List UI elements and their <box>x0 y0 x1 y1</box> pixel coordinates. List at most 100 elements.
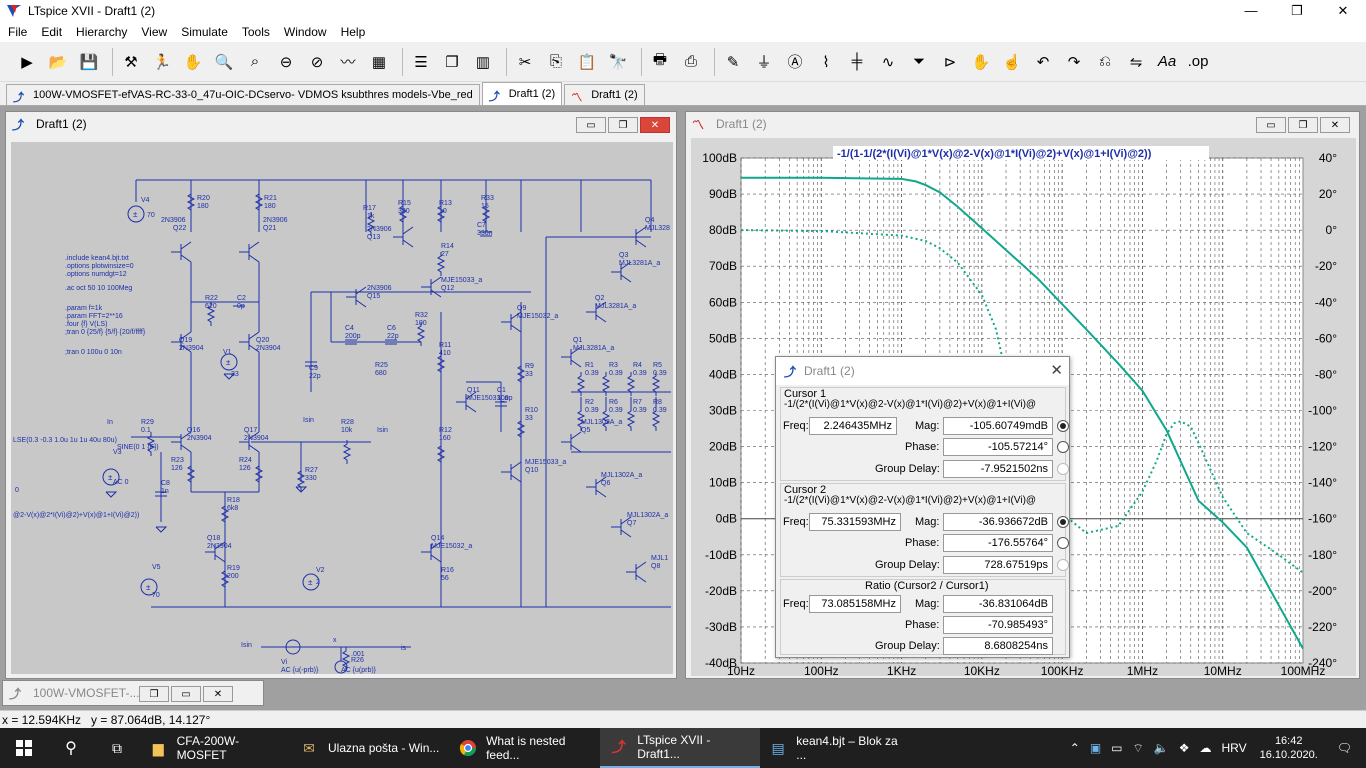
dropbox-icon[interactable]: ❖ <box>1178 741 1190 755</box>
inductor-icon[interactable]: ∿ <box>881 53 895 71</box>
search-icon[interactable]: ⚲ <box>65 740 77 757</box>
chevron-up-icon[interactable]: ⌃ <box>1069 741 1080 755</box>
taskbar-item-ltspice[interactable]: ⤴ LTspice XVII - Draft1... <box>600 728 760 768</box>
tile-vertical-icon[interactable]: ▥ <box>475 53 491 71</box>
zoom-out-icon[interactable]: ⊖ <box>279 53 293 71</box>
save-icon[interactable]: 💾 <box>79 53 99 71</box>
drag-icon[interactable]: ☝ <box>1002 53 1022 71</box>
cursor2-group-delay-radio[interactable] <box>1057 559 1069 571</box>
undo-icon[interactable]: ↶ <box>1036 53 1050 71</box>
ground-icon[interactable]: ⏚ <box>756 54 772 71</box>
zoom-in-icon[interactable]: 🔍 <box>214 53 234 71</box>
print-setup-icon[interactable]: ⎙ <box>684 53 697 70</box>
schematic-drawing[interactable]: ±±±±± V470R20180R211802N3906Q222N3906Q21… <box>11 142 673 674</box>
spice-directive-icon[interactable]: .op <box>1187 53 1209 70</box>
view-3d-icon[interactable]: ▦ <box>371 53 387 71</box>
tile-horizontal-icon[interactable]: ☰ <box>414 53 428 71</box>
print-icon[interactable]: 🖶 <box>652 51 668 68</box>
maximize-button[interactable]: ❐ <box>1291 3 1303 18</box>
mini-maximize-button[interactable]: ▭ <box>171 686 201 702</box>
cursor1-mag-radio[interactable] <box>1057 420 1069 432</box>
waveform-maximize-button[interactable]: ❐ <box>1288 117 1318 133</box>
y2-tick-label: -200° <box>1308 584 1337 598</box>
paste-icon[interactable]: 📋 <box>577 53 597 71</box>
cursor2-mag-radio[interactable] <box>1057 516 1069 528</box>
rotate-icon[interactable]: ⎌ <box>1098 53 1111 70</box>
open-icon[interactable]: 📂 <box>48 53 68 71</box>
tab-100w-schematic[interactable]: ⤴ 100W-VMOSFET-efVAS-RC-33-0_47u-OIC-DCs… <box>6 84 480 105</box>
halt-icon[interactable]: 🏃 <box>152 53 172 71</box>
cursor1-freq-field[interactable]: 2.246435MHz <box>809 417 897 435</box>
waveform-close-button[interactable]: ✕ <box>1320 117 1350 133</box>
taskbar-item-notepad[interactable]: ▤ kean4.bjt – Blok za ... <box>760 728 910 768</box>
wifi-icon[interactable]: ⌔ <box>1132 740 1144 755</box>
cursor2-phase-radio[interactable] <box>1057 537 1069 549</box>
zoom-cancel-icon[interactable]: ⊘ <box>310 53 324 71</box>
cascade-icon[interactable]: ❐ <box>445 53 459 71</box>
minimized-schematic-window[interactable]: ⤴ 100W-VMOSFET-... ❐ ▭ ✕ <box>2 680 264 706</box>
draw-wire-icon[interactable]: ✎ <box>726 53 740 71</box>
menu-help[interactable]: Help <box>340 25 366 39</box>
menu-file[interactable]: File <box>8 25 28 39</box>
component-label: 1k <box>367 213 375 220</box>
ratio-phase-label: Phase: <box>905 619 940 631</box>
notifications-icon[interactable]: 🗨 <box>1336 741 1352 755</box>
lse-label: LSE(0.3 -0.3 1.0u 1u 1u 40u 80u) <box>13 437 117 444</box>
component-icon[interactable]: ⊳ <box>943 53 957 71</box>
transistor-collector <box>620 516 632 525</box>
volume-icon[interactable]: 🔈 <box>1153 741 1169 755</box>
autorange-icon[interactable]: 〰 <box>340 54 356 71</box>
menu-tools[interactable]: Tools <box>241 25 270 39</box>
run-icon[interactable]: ▶ <box>21 53 33 71</box>
tab-draft1-waveform[interactable]: 〽 Draft1 (2) <box>564 84 645 105</box>
menu-view[interactable]: View <box>141 25 168 39</box>
component-label: Q14 <box>431 535 444 542</box>
cloud-icon[interactable]: ☁ <box>1199 741 1212 755</box>
cursor2-freq-field[interactable]: 75.331593MHz <box>809 513 901 531</box>
find-icon[interactable]: 🔭 <box>608 53 628 71</box>
mini-restore-button[interactable]: ❐ <box>139 686 169 702</box>
task-view-icon[interactable]: ⧉ <box>112 739 122 756</box>
resistor-icon[interactable]: ⌇ <box>822 53 830 71</box>
component-label: C1 <box>497 387 506 394</box>
diode-icon[interactable]: ⏷ <box>912 53 925 70</box>
copy-icon[interactable]: ⎘ <box>549 53 562 70</box>
minimize-button[interactable]: — <box>1244 3 1258 18</box>
label-icon[interactable]: Ⓐ <box>787 54 803 71</box>
control-panel-icon[interactable]: ⚒ <box>124 53 138 71</box>
menu-hierarchy[interactable]: Hierarchy <box>76 25 128 39</box>
clock[interactable]: 16:42 16.10.2020. <box>1260 734 1318 762</box>
capacitor-icon[interactable]: ╪ <box>851 53 863 70</box>
taskbar-item-chrome[interactable]: What is nested feed... <box>450 728 600 768</box>
menu-edit[interactable]: Edit <box>41 25 63 39</box>
redo-icon[interactable]: ↷ <box>1067 53 1081 71</box>
cursor1-phase-radio[interactable] <box>1057 441 1069 453</box>
cursor-dialog-close-button[interactable]: ✕ <box>1050 362 1063 379</box>
menu-simulate[interactable]: Simulate <box>181 25 228 39</box>
waveform-minimize-button[interactable]: ▭ <box>1256 117 1286 133</box>
menu-window[interactable]: Window <box>283 25 327 39</box>
minimized-window-titlebar: ⤴ 100W-VMOSFET-... <box>3 681 263 705</box>
schematic-maximize-button[interactable]: ❐ <box>608 117 638 133</box>
mini-close-button[interactable]: ✕ <box>203 686 233 702</box>
move-icon[interactable]: ✋ <box>971 53 991 71</box>
cut-icon[interactable]: ✂ <box>518 53 532 71</box>
start-button[interactable] <box>0 728 48 768</box>
zoom-area-icon[interactable]: ⌕ <box>250 53 260 70</box>
network-status-icon[interactable]: ▣ <box>1089 741 1102 755</box>
cursor1-group-delay-radio[interactable] <box>1057 463 1069 475</box>
schematic-minimize-button[interactable]: ▭ <box>576 117 606 133</box>
resistor <box>651 372 661 396</box>
schematic-close-button[interactable]: ✕ <box>640 117 670 133</box>
language-indicator[interactable]: HRV <box>1221 741 1247 755</box>
mirror-icon[interactable]: ⇋ <box>1129 53 1143 71</box>
battery-icon[interactable]: ▭ <box>1111 741 1123 755</box>
taskbar-item-mail[interactable]: ✉ Ulazna pošta - Win... <box>290 728 450 768</box>
tab-draft1-schematic[interactable]: ⤴ Draft1 (2) <box>481 82 563 105</box>
pan-icon[interactable]: ✋ <box>183 53 203 71</box>
close-button[interactable]: ✕ <box>1337 3 1349 18</box>
text-icon[interactable]: Aa <box>1157 53 1177 70</box>
spice-directive: .param FFT=2**16 <box>65 313 123 320</box>
taskbar-item-folder[interactable]: ▆ CFA-200W-MOSFET <box>140 728 290 768</box>
